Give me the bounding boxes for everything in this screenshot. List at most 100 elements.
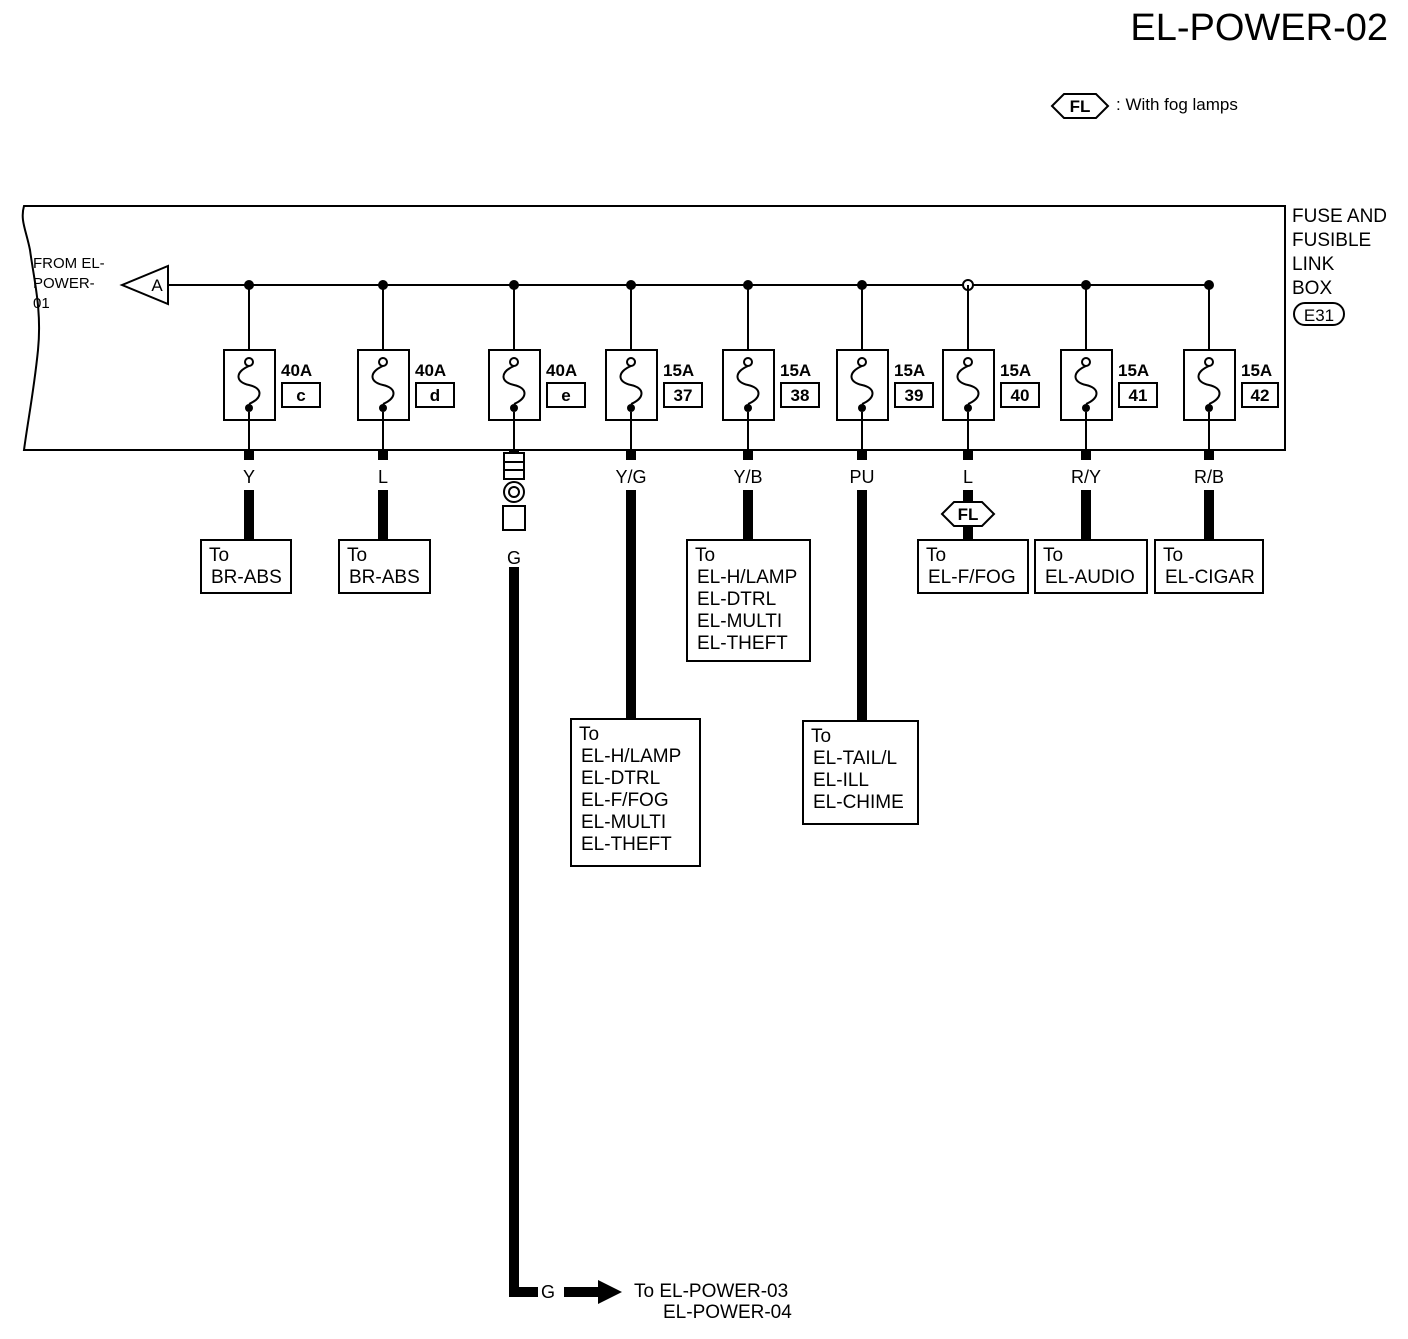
fuse-terminal-top [1081, 357, 1091, 367]
destination-line: EL-DTRL [697, 589, 776, 610]
fuse-id-box [1000, 382, 1040, 408]
destination-line: EL-CHIME [813, 792, 904, 813]
fuse-element-symbol [736, 365, 760, 405]
fuse-element-symbol [237, 365, 261, 405]
fuse-element-symbol [1074, 365, 1098, 405]
fuse-box-label-line-2: FUSIBLE [1292, 230, 1371, 251]
fuse-terminal-bottom [964, 404, 972, 412]
destination-line: EL-H/LAMP [581, 746, 681, 767]
fuse-rating: 15A [1118, 361, 1149, 380]
fuse-id: 38 [791, 386, 810, 405]
fuse-id-box [1241, 382, 1279, 408]
destination-line: EL-MULTI [581, 812, 666, 833]
bottom-output-dest-line-1: To EL-POWER-03 [634, 1281, 788, 1302]
fuse-rating: 15A [1000, 361, 1031, 380]
fuse-element-symbol [619, 365, 643, 405]
wire-color-label: L [378, 467, 388, 487]
fuse-rating: 40A [415, 361, 446, 380]
connector-terminal [626, 451, 636, 460]
fuse-element-symbol [502, 365, 526, 405]
fuse-terminal-top [1204, 357, 1214, 367]
fl-option-text: FL [958, 505, 979, 524]
fuse-box-label-line-3: LINK [1292, 254, 1335, 275]
destination-box-frame [802, 720, 919, 825]
connector-terminal [1204, 451, 1214, 460]
fuse-box-label-line-4: BOX [1292, 278, 1332, 299]
fuse-terminal-top [244, 357, 254, 367]
fuse-element-symbol [1197, 365, 1221, 405]
fuse-terminal-bottom [744, 404, 752, 412]
fuse-id: 39 [905, 386, 924, 405]
connector-terminal [857, 451, 867, 460]
fuse-terminal-top [857, 357, 867, 367]
destination-line: EL-F/FOG [928, 567, 1016, 588]
fuse-id: d [430, 386, 440, 405]
destination-line: BR-ABS [211, 567, 282, 588]
grommet-inner [508, 486, 520, 498]
fuse-id: 41 [1129, 386, 1148, 405]
fuse-terminal-top [509, 357, 519, 367]
wire-color-label: L [963, 467, 973, 487]
destination-line: To [1163, 545, 1183, 566]
fuse-id-box [546, 382, 586, 408]
legend-text: : With fog lamps [1116, 95, 1238, 114]
fuse-terminal-bottom [245, 404, 253, 412]
bottom-output-wire-color: G [541, 1282, 555, 1302]
destination-box: ToEL-H/LAMPEL-DTRLEL-F/FOGEL-MULTIEL-THE… [570, 718, 701, 867]
fuse-terminal-bottom [1082, 404, 1090, 412]
fuse-element-symbol [371, 365, 395, 405]
connector-terminal [244, 451, 254, 460]
wire-color-label: Y/B [733, 467, 762, 487]
fuse-id: 37 [674, 386, 693, 405]
legend-symbol-text: FL [1070, 97, 1091, 116]
fuse-id: 42 [1251, 386, 1270, 405]
destination-line: To [347, 545, 367, 566]
fuse-id-box [1118, 382, 1158, 408]
wire-color-label: Y/G [615, 467, 646, 487]
fuse-id-box [894, 382, 934, 408]
connector-terminal [743, 451, 753, 460]
connector-terminal [963, 451, 973, 460]
destination-line: To [1043, 545, 1063, 566]
connector-stack [503, 452, 525, 480]
fuse-terminal-bottom [858, 404, 866, 412]
fuse-id: 40 [1011, 386, 1030, 405]
fl-option-symbol [1050, 93, 1110, 119]
destination-line: EL-THEFT [581, 834, 672, 855]
wire-color-label: G [507, 548, 521, 568]
destination-line: To [209, 545, 229, 566]
destination-box-frame [686, 539, 811, 662]
destination-line: EL-THEFT [697, 633, 788, 654]
destination-box-frame [338, 539, 431, 594]
fuse-terminal-bottom [1205, 404, 1213, 412]
destination-line: EL-H/LAMP [697, 567, 797, 588]
fuse-rating: 15A [894, 361, 925, 380]
bottom-output-dest-line-2: EL-POWER-04 [663, 1302, 792, 1323]
fuse-box-outline [21, 205, 1286, 451]
fuse-rating: 15A [663, 361, 694, 380]
destination-box-frame [570, 718, 701, 867]
fuse-box-connector-badge [1293, 302, 1345, 326]
connector-terminal [1081, 451, 1091, 460]
legend: FL : With fog lamps [1050, 93, 1238, 119]
destination-line: EL-F/FOG [581, 790, 669, 811]
fuse-layer: 40AcYToBR-ABS40AdLToBR-ABS40AeG15A37Y/GT… [200, 279, 1279, 867]
fuse-rating: 15A [780, 361, 811, 380]
fuse-rating: 40A [546, 361, 577, 380]
wire-color-label: R/B [1194, 467, 1224, 487]
destination-line: To [926, 545, 946, 566]
fuse-box-label-line-1: FUSE AND [1292, 206, 1387, 227]
destination-line: To [579, 724, 599, 745]
source-label-line-3: 01 [33, 295, 50, 312]
destination-line: To [811, 726, 831, 747]
source-connector-code: A [151, 276, 163, 295]
wire-color-label: R/Y [1071, 467, 1101, 487]
